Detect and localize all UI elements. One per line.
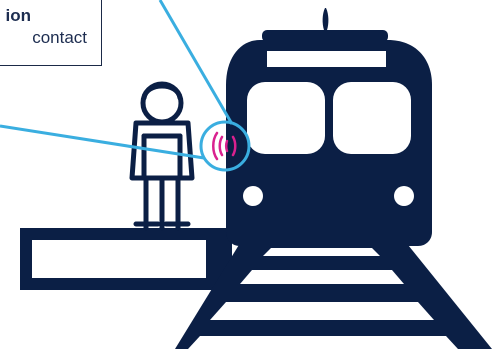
callout-title: ion <box>6 6 32 26</box>
platform-icon <box>20 228 232 290</box>
callout-box: ion contact <box>0 0 102 66</box>
callout-subtitle: contact <box>32 28 87 48</box>
train-icon <box>226 8 432 246</box>
